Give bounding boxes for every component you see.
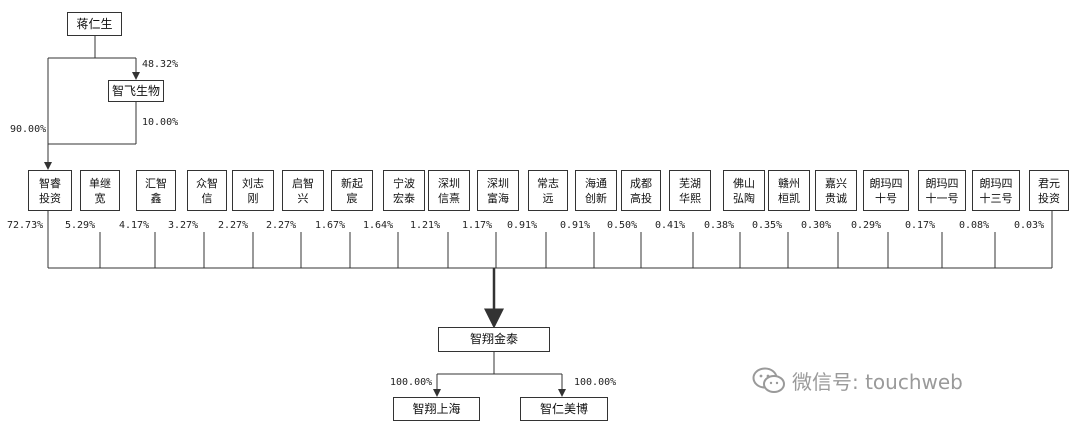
shareholder-name: 嘉兴 贵诚 (825, 176, 847, 205)
target-label: 智翔金泰 (469, 332, 518, 346)
shareholder-node: 芜湖 华熙 (669, 170, 711, 211)
shareholder-pct: 1.17% (462, 220, 493, 231)
shareholder-pct: 0.91% (507, 220, 538, 231)
shareholder-name: 赣州 桓凯 (778, 176, 800, 205)
shareholder-pct: 0.91% (560, 220, 591, 231)
shareholder-name: 启智 兴 (292, 176, 314, 205)
shareholder-pct: 0.35% (752, 220, 783, 231)
shareholder-pct: 4.17% (119, 220, 150, 231)
zhifei-node: 智飞生物 (108, 80, 164, 102)
shareholder-node: 海通 创新 (575, 170, 617, 211)
shareholder-pct: 0.08% (959, 220, 990, 231)
shareholder-node: 宁波 宏泰 (383, 170, 425, 211)
shareholder-pct: 5.29% (65, 220, 96, 231)
shareholder-name: 智睿 投资 (39, 176, 61, 205)
watermark-text: 微信号: touchweb (792, 370, 963, 394)
shareholder-name: 刘志 刚 (242, 176, 264, 205)
subsidiary-1-pct: 100.00% (390, 377, 433, 388)
shareholder-node: 众智 信 (187, 170, 227, 211)
shareholder-name: 宁波 宏泰 (393, 176, 415, 205)
shareholder-pct: 0.17% (905, 220, 936, 231)
shareholder-name: 君元 投资 (1038, 176, 1060, 205)
shareholder-name: 深圳 富海 (487, 176, 509, 205)
shareholder-pct: 3.27% (168, 220, 199, 231)
shareholder-name: 朗玛四 十三号 (979, 176, 1013, 205)
shareholder-pct: 0.41% (655, 220, 686, 231)
shareholder-node: 深圳 富海 (477, 170, 519, 211)
shareholder-node: 单继 宽 (80, 170, 120, 211)
shareholder-name: 海通 创新 (585, 176, 607, 205)
subsidiary-node-1: 智翔上海 (393, 397, 480, 421)
shareholder-node: 启智 兴 (282, 170, 324, 211)
subsidiary-1-label: 智翔上海 (412, 401, 461, 416)
shareholder-node: 赣州 桓凯 (768, 170, 810, 211)
shareholder-pct: 2.27% (218, 220, 249, 231)
shareholder-pct: 1.21% (410, 220, 441, 231)
subsidiary-2-label: 智仁美博 (539, 401, 588, 416)
shareholder-name: 单继 宽 (89, 176, 111, 205)
shareholder-pct: 72.73% (7, 220, 44, 231)
shareholder-name: 芜湖 华熙 (679, 176, 701, 205)
root-to-zhifei-pct: 48.32% (142, 59, 179, 70)
shareholder-pct: 0.50% (607, 220, 638, 231)
subsidiary-2-pct: 100.00% (574, 377, 617, 388)
shareholder-name: 众智 信 (196, 176, 218, 205)
shareholder-node: 嘉兴 贵诚 (815, 170, 857, 211)
shareholder-node: 刘志 刚 (232, 170, 274, 211)
shareholder-pct: 1.64% (363, 220, 394, 231)
shareholder-name: 佛山 弘陶 (733, 176, 755, 205)
zhifei-label: 智飞生物 (111, 83, 160, 98)
shareholder-node: 佛山 弘陶 (723, 170, 765, 211)
shareholder-name: 汇智 鑫 (145, 176, 167, 205)
shareholder-pct: 0.03% (1014, 220, 1045, 231)
shareholder-name: 新起 宸 (341, 176, 363, 205)
shareholder-name: 朗玛四 十一号 (925, 176, 959, 205)
shareholder-node: 常志 远 (528, 170, 568, 211)
shareholder-name: 朗玛四 十号 (869, 176, 903, 205)
shareholder-pct: 1.67% (315, 220, 346, 231)
shareholder-node: 成都 高投 (621, 170, 661, 211)
shareholder-node: 朗玛四 十号 (863, 170, 909, 211)
root-node: 蒋仁生 (67, 12, 122, 36)
target-node: 智翔金泰 (438, 327, 550, 352)
subsidiary-node-2: 智仁美博 (520, 397, 608, 421)
shareholder-name: 成都 高投 (630, 176, 652, 205)
zhifei-to-zhirui-pct: 10.00% (142, 117, 179, 128)
shareholder-pct: 0.38% (704, 220, 735, 231)
shareholder-node: 汇智 鑫 (136, 170, 176, 211)
watermark: 微信号: touchweb (752, 366, 963, 395)
shareholder-node: 深圳 信熹 (428, 170, 470, 211)
root-label: 蒋仁生 (76, 16, 113, 31)
shareholder-node: 朗玛四 十一号 (918, 170, 966, 211)
shareholder-node: 智睿 投资 (28, 170, 72, 211)
shareholder-pct: 2.27% (266, 220, 297, 231)
wechat-icon (752, 367, 785, 393)
shareholder-node: 新起 宸 (331, 170, 373, 211)
shareholder-node: 朗玛四 十三号 (972, 170, 1020, 211)
root-to-zhirui-pct: 90.00% (10, 124, 47, 135)
shareholder-name: 常志 远 (537, 176, 559, 205)
shareholder-pct: 0.30% (801, 220, 832, 231)
shareholder-pct: 0.29% (851, 220, 882, 231)
shareholder-name: 深圳 信熹 (438, 176, 460, 205)
shareholder-node: 君元 投资 (1029, 170, 1069, 211)
